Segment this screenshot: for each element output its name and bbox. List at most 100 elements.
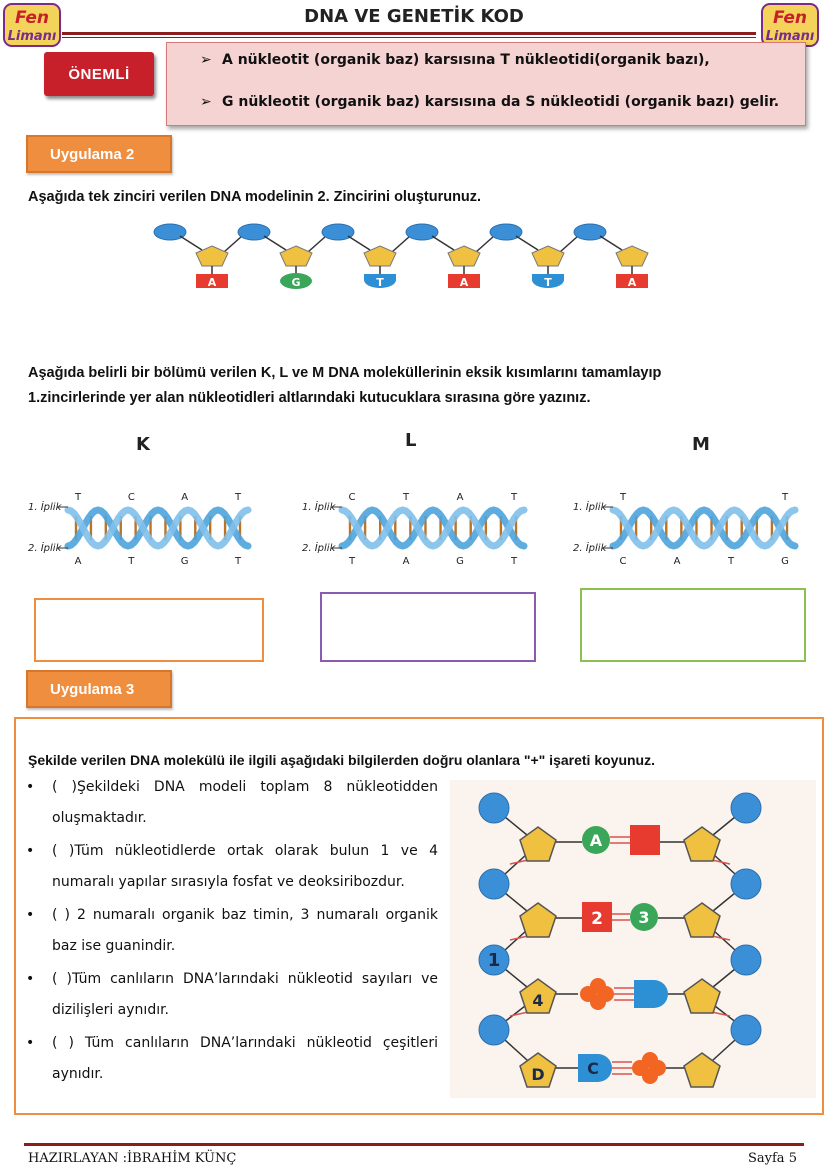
logo-text-fen: Fen [15, 8, 49, 28]
important-line-text: A nükleotit (organik baz) karsısına T nü… [222, 52, 710, 68]
label-4: 4 [532, 991, 543, 1010]
page-title: DNA VE GENETİK KOD [304, 6, 524, 27]
phosphate-icon [321, 223, 355, 241]
answer-paren[interactable]: ( ) [52, 907, 70, 923]
base-letter: A [403, 556, 410, 567]
strand-1-label: 1. İplik [302, 500, 337, 513]
label-a: A [590, 831, 603, 850]
uygulama-2-instruction-2-line-1: Aşağıda belirli bir bölümü verilen K, L … [28, 365, 662, 381]
helix-strand-1 [609, 506, 799, 550]
important-badge: ÖNEMLİ [44, 52, 154, 96]
statement-item: • ( )Şekildeki DNA modeli toplam 8 nükle… [26, 772, 438, 834]
title-divider-thin [62, 37, 756, 38]
base-letter: G [781, 556, 789, 567]
base-letter: T [781, 492, 789, 503]
base-letter: T [127, 556, 135, 567]
fen-limani-logo-left: Fen Limanı [2, 2, 62, 48]
logo-text-fen: Fen [773, 8, 807, 28]
footer-author: HAZIRLAYAN :İBRAHİM KÜNÇ [28, 1151, 237, 1166]
base-letter: C [349, 492, 356, 503]
base-label: A [208, 276, 217, 289]
answer-paren[interactable]: ( ) [52, 779, 77, 795]
bullet-icon: • [26, 779, 35, 795]
footer-page-number: Sayfa 5 [748, 1151, 797, 1166]
molecule-label-l: L [405, 430, 417, 451]
label-c: C [587, 1059, 599, 1078]
important-line-1: ➢A nükleotit (organik baz) karsısına T n… [200, 52, 710, 68]
strand-1-label: 1. İplik [573, 500, 608, 513]
base-label: T [544, 276, 552, 289]
base-label: A [628, 276, 637, 289]
helix-strand-2 [609, 506, 799, 550]
helix-strand-2 [64, 506, 252, 550]
answer-box-k[interactable] [34, 598, 264, 662]
base-letter: A [674, 556, 681, 567]
base-letter: T [510, 556, 518, 567]
molecule-label-m: M [692, 434, 710, 455]
base-letter: A [181, 492, 188, 503]
statement-text: 2 numaralı organik baz timin, 3 numaralı… [52, 907, 438, 954]
statement-text: Şekildeki DNA modeli toplam 8 nükleotidd… [52, 779, 438, 826]
label-1: 1 [488, 950, 501, 971]
strand-1-label: 1. İplik [28, 500, 63, 513]
base-letter: C [620, 556, 627, 567]
important-line-2: ➢G nükleotit (organik baz) karsısına da … [200, 94, 779, 110]
base-a-icon [448, 274, 480, 288]
base-t-icon [532, 274, 564, 288]
base-letter: G [181, 556, 189, 567]
answer-box-m[interactable] [580, 588, 806, 662]
base-letter: C [128, 492, 135, 503]
uygulama-3-question: Şekilde verilen DNA molekülü ile ilgili … [28, 752, 655, 768]
base-t-icon [364, 274, 396, 288]
base-letter: G [456, 556, 464, 567]
uygulama-2-tag: Uygulama 2 [26, 135, 172, 173]
statement-item: • ( ) Tüm canlıların DNA’larındaki nükle… [26, 1028, 438, 1090]
answer-paren[interactable]: ( ) [52, 1035, 74, 1051]
statement-text: Tüm canlıların DNA’larındaki nükleotid s… [52, 971, 438, 1018]
bullet-icon: • [26, 907, 35, 923]
answer-paren[interactable]: ( ) [52, 843, 75, 859]
base-letter: T [74, 492, 82, 503]
bullet-icon: • [26, 1035, 35, 1051]
phosphate-icon [573, 223, 607, 241]
base-letter: T [727, 556, 735, 567]
base-g-icon [280, 273, 312, 289]
label-2: 2 [591, 909, 603, 929]
bullet-icon: • [26, 971, 35, 987]
bullet-icon: • [26, 843, 35, 859]
strand-2-label: 2. İplik [302, 541, 337, 554]
footer-divider [24, 1143, 804, 1146]
statement-text: Tüm nükleotidlerde ortak olarak bulun 1 … [52, 843, 439, 890]
uygulama-3-tag: Uygulama 3 [26, 670, 172, 708]
base-letter: T [510, 492, 518, 503]
label-d: D [531, 1065, 544, 1084]
phosphate-icon [237, 223, 271, 241]
answer-paren[interactable]: ( ) [52, 971, 72, 987]
helix-strand-1 [64, 506, 252, 550]
uygulama-3-frame [14, 717, 824, 1115]
statement-item: • ( ) 2 numaralı organik baz timin, 3 nu… [26, 900, 438, 962]
uygulama-2-instruction-2-line-2: 1.zincirlerinde yer alan nükleotidleri a… [28, 390, 591, 406]
double-strand-dna-figure: 1 4 D A 2 3 C [450, 780, 816, 1098]
strand-2-label: 2. İplik [573, 541, 608, 554]
phosphate-icon [489, 223, 523, 241]
base-letter: T [348, 556, 356, 567]
helix-strand-2 [338, 506, 528, 550]
uygulama-2-instruction: Aşağıda tek zinciri verilen DNA modelini… [28, 189, 482, 205]
fen-limani-logo-right: Fen Limanı [760, 2, 820, 48]
base-a-icon [616, 274, 648, 288]
base-label: A [460, 276, 469, 289]
molecule-label-k: K [136, 434, 150, 455]
answer-box-l[interactable] [320, 592, 536, 662]
base-letter: A [457, 492, 464, 503]
base-letter: T [619, 492, 627, 503]
statement-item: • ( )Tüm nükleotidlerde ortak olarak bul… [26, 836, 438, 898]
base-a-icon [196, 274, 228, 288]
important-note-box [166, 42, 806, 126]
phosphate-icon [153, 223, 187, 241]
phosphate-icon [405, 223, 439, 241]
base-letter: T [234, 556, 242, 567]
